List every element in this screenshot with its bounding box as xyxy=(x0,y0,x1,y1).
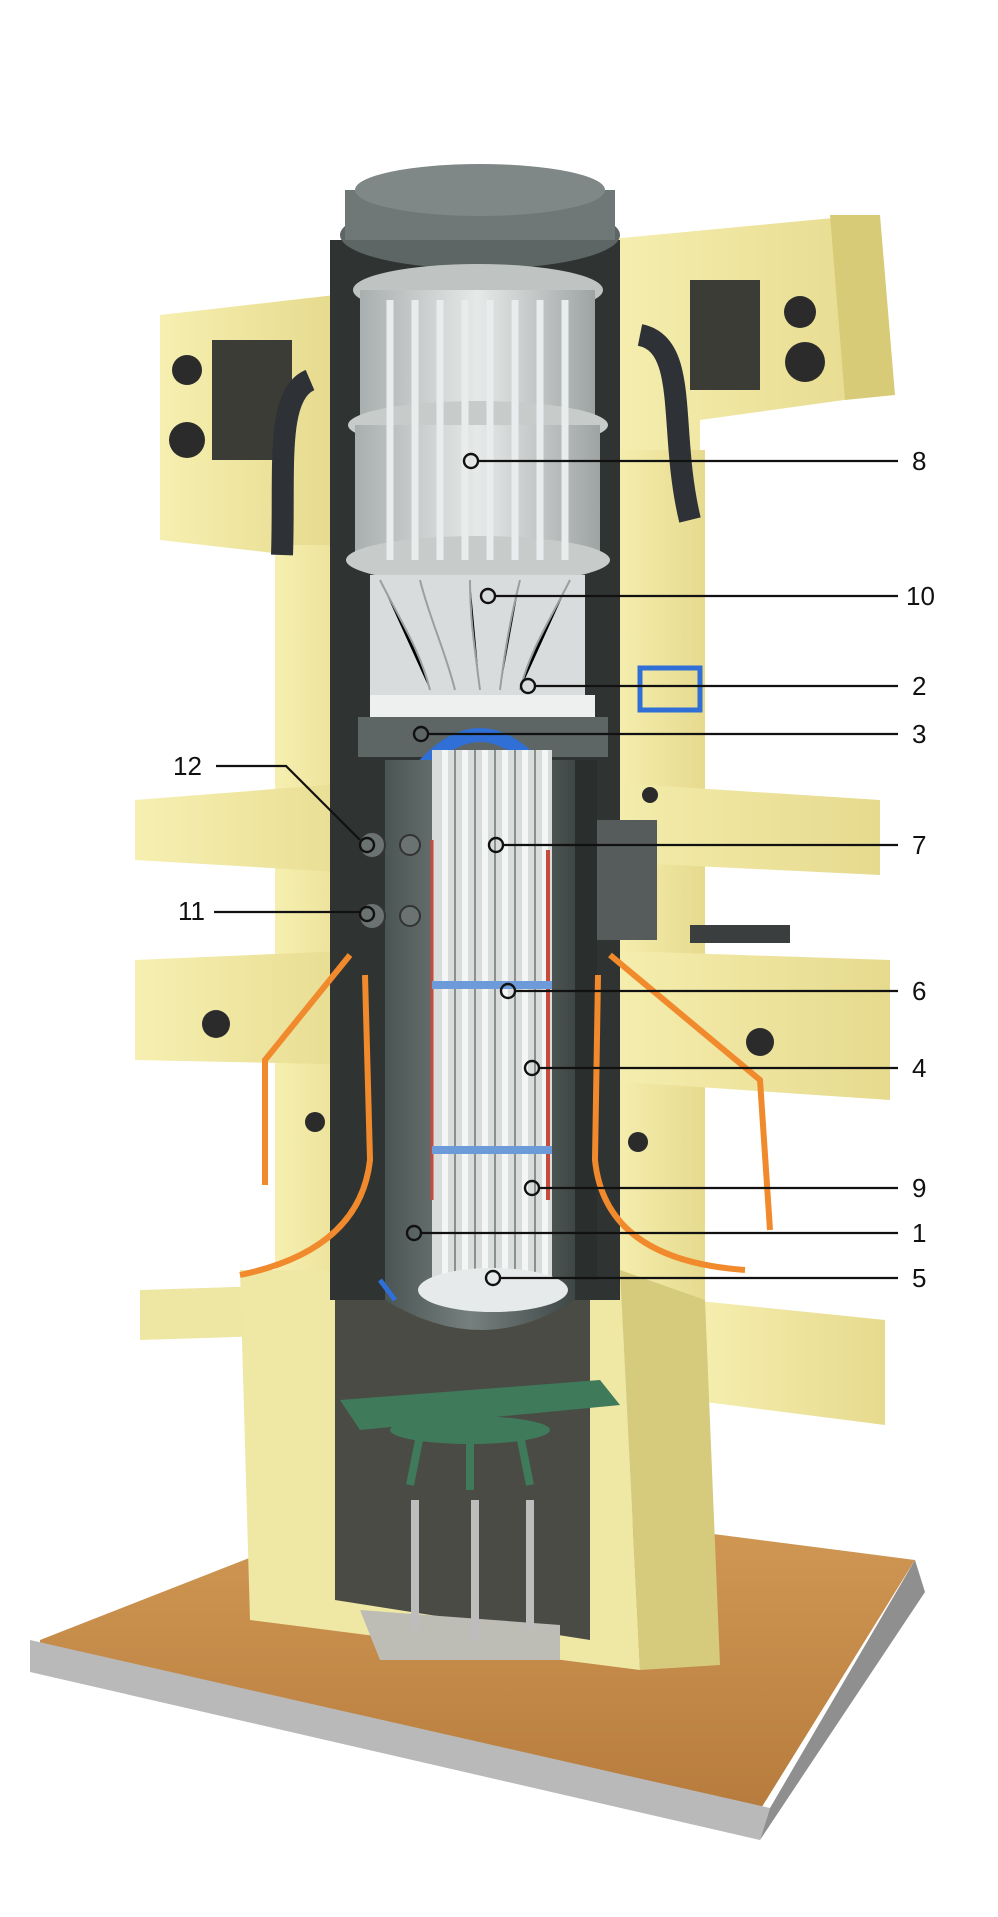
green-support-structure xyxy=(340,1380,620,1490)
callout-5: 5 xyxy=(484,1263,926,1293)
callout-7: 7 xyxy=(487,830,926,860)
callout-marker xyxy=(358,836,376,854)
callout-1: 1 xyxy=(405,1218,926,1248)
callout-number: 9 xyxy=(912,1173,926,1203)
callout-leader xyxy=(216,764,361,841)
callout-marker xyxy=(358,905,376,923)
callout-number: 2 xyxy=(912,671,926,701)
callout-10: 10 xyxy=(479,581,935,611)
callout-number: 5 xyxy=(912,1263,926,1293)
callout-number: 7 xyxy=(912,830,926,860)
blue-trims xyxy=(378,665,790,1302)
lower-support-rods xyxy=(411,1500,534,1640)
callout-9: 9 xyxy=(523,1173,926,1203)
shield-penetrations xyxy=(169,296,825,1152)
callout-number: 3 xyxy=(912,719,926,749)
callout-number: 4 xyxy=(912,1053,926,1083)
callout-4: 4 xyxy=(523,1053,926,1083)
callout-number: 1 xyxy=(912,1218,926,1248)
dark-liners xyxy=(271,324,701,556)
callout-number: 12 xyxy=(173,751,202,781)
callout-2: 2 xyxy=(519,671,926,701)
callout-number: 8 xyxy=(912,446,926,476)
callout-number: 10 xyxy=(906,581,935,611)
callout-11: 11 xyxy=(178,896,376,926)
callout-8: 8 xyxy=(462,446,926,476)
callout-3: 3 xyxy=(412,719,926,749)
callout-number: 11 xyxy=(178,896,205,926)
callout-12: 12 xyxy=(173,751,376,854)
callout-6: 6 xyxy=(499,976,926,1006)
callout-number: 6 xyxy=(912,976,926,1006)
reactor-internals xyxy=(330,164,657,1330)
